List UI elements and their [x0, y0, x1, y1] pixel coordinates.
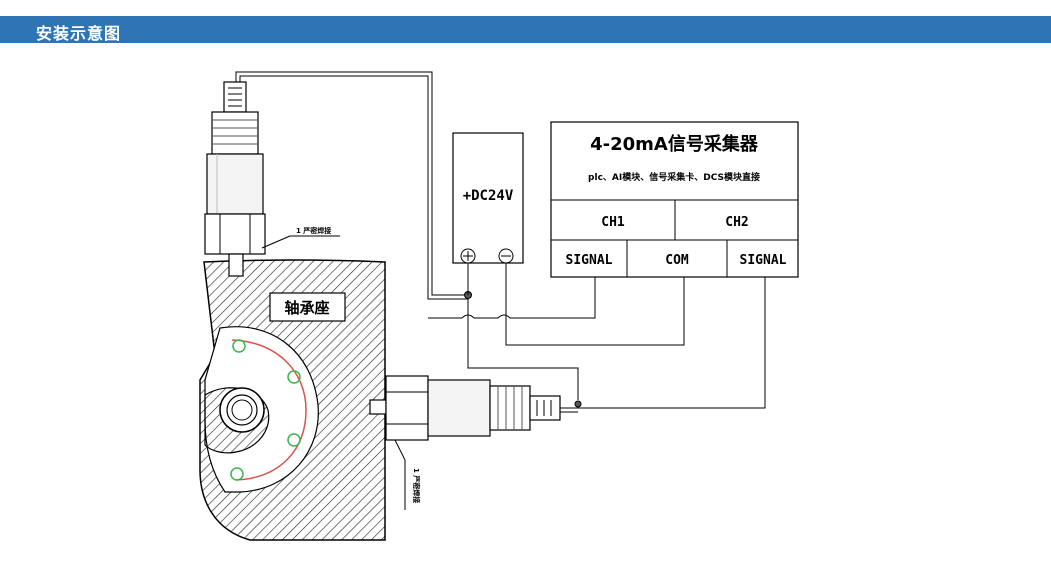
signal-collector: 4-20mA信号采集器 plc、AI模块、信号采集卡、DCS模块直接 CH1 C…: [550, 121, 799, 278]
wiring: [235, 71, 766, 413]
power-supply: +DC24V: [452, 132, 524, 264]
section-header-bar: 安装示意图: [0, 16, 1051, 43]
ch1-label: CH1: [601, 215, 625, 230]
vertical-sensor: 1 严密焊接: [204, 81, 340, 277]
section-title: 安装示意图: [36, 24, 122, 43]
signal-1-label: SIGNAL: [566, 253, 613, 268]
svg-text:4-20mA信号采集器: 4-20mA信号采集器: [590, 133, 759, 155]
bearing-seat-label: 轴承座: [269, 292, 346, 322]
mounting-hole: [232, 339, 246, 353]
svg-text:+DC24V: +DC24V: [463, 188, 514, 204]
svg-text:1 严密焊接: 1 严密焊接: [412, 468, 421, 503]
mounting-hole-markers: [230, 339, 301, 481]
svg-text:轴承座: 轴承座: [284, 299, 329, 317]
bearing-seat-housing: [199, 259, 386, 541]
mounting-hole: [287, 370, 301, 384]
horizontal-sensor: 1 严密焊接: [369, 375, 561, 510]
ch2-label: CH2: [725, 215, 748, 230]
svg-text:1 严密焊接: 1 严密焊接: [296, 226, 331, 235]
com-label: COM: [665, 253, 689, 268]
mounting-hole: [287, 433, 301, 447]
signal-2-label: SIGNAL: [740, 253, 787, 268]
mounting-hole: [230, 467, 244, 481]
svg-text:plc、AI模块、信号采集卡、DCS模块直接: plc、AI模块、信号采集卡、DCS模块直接: [588, 171, 760, 183]
